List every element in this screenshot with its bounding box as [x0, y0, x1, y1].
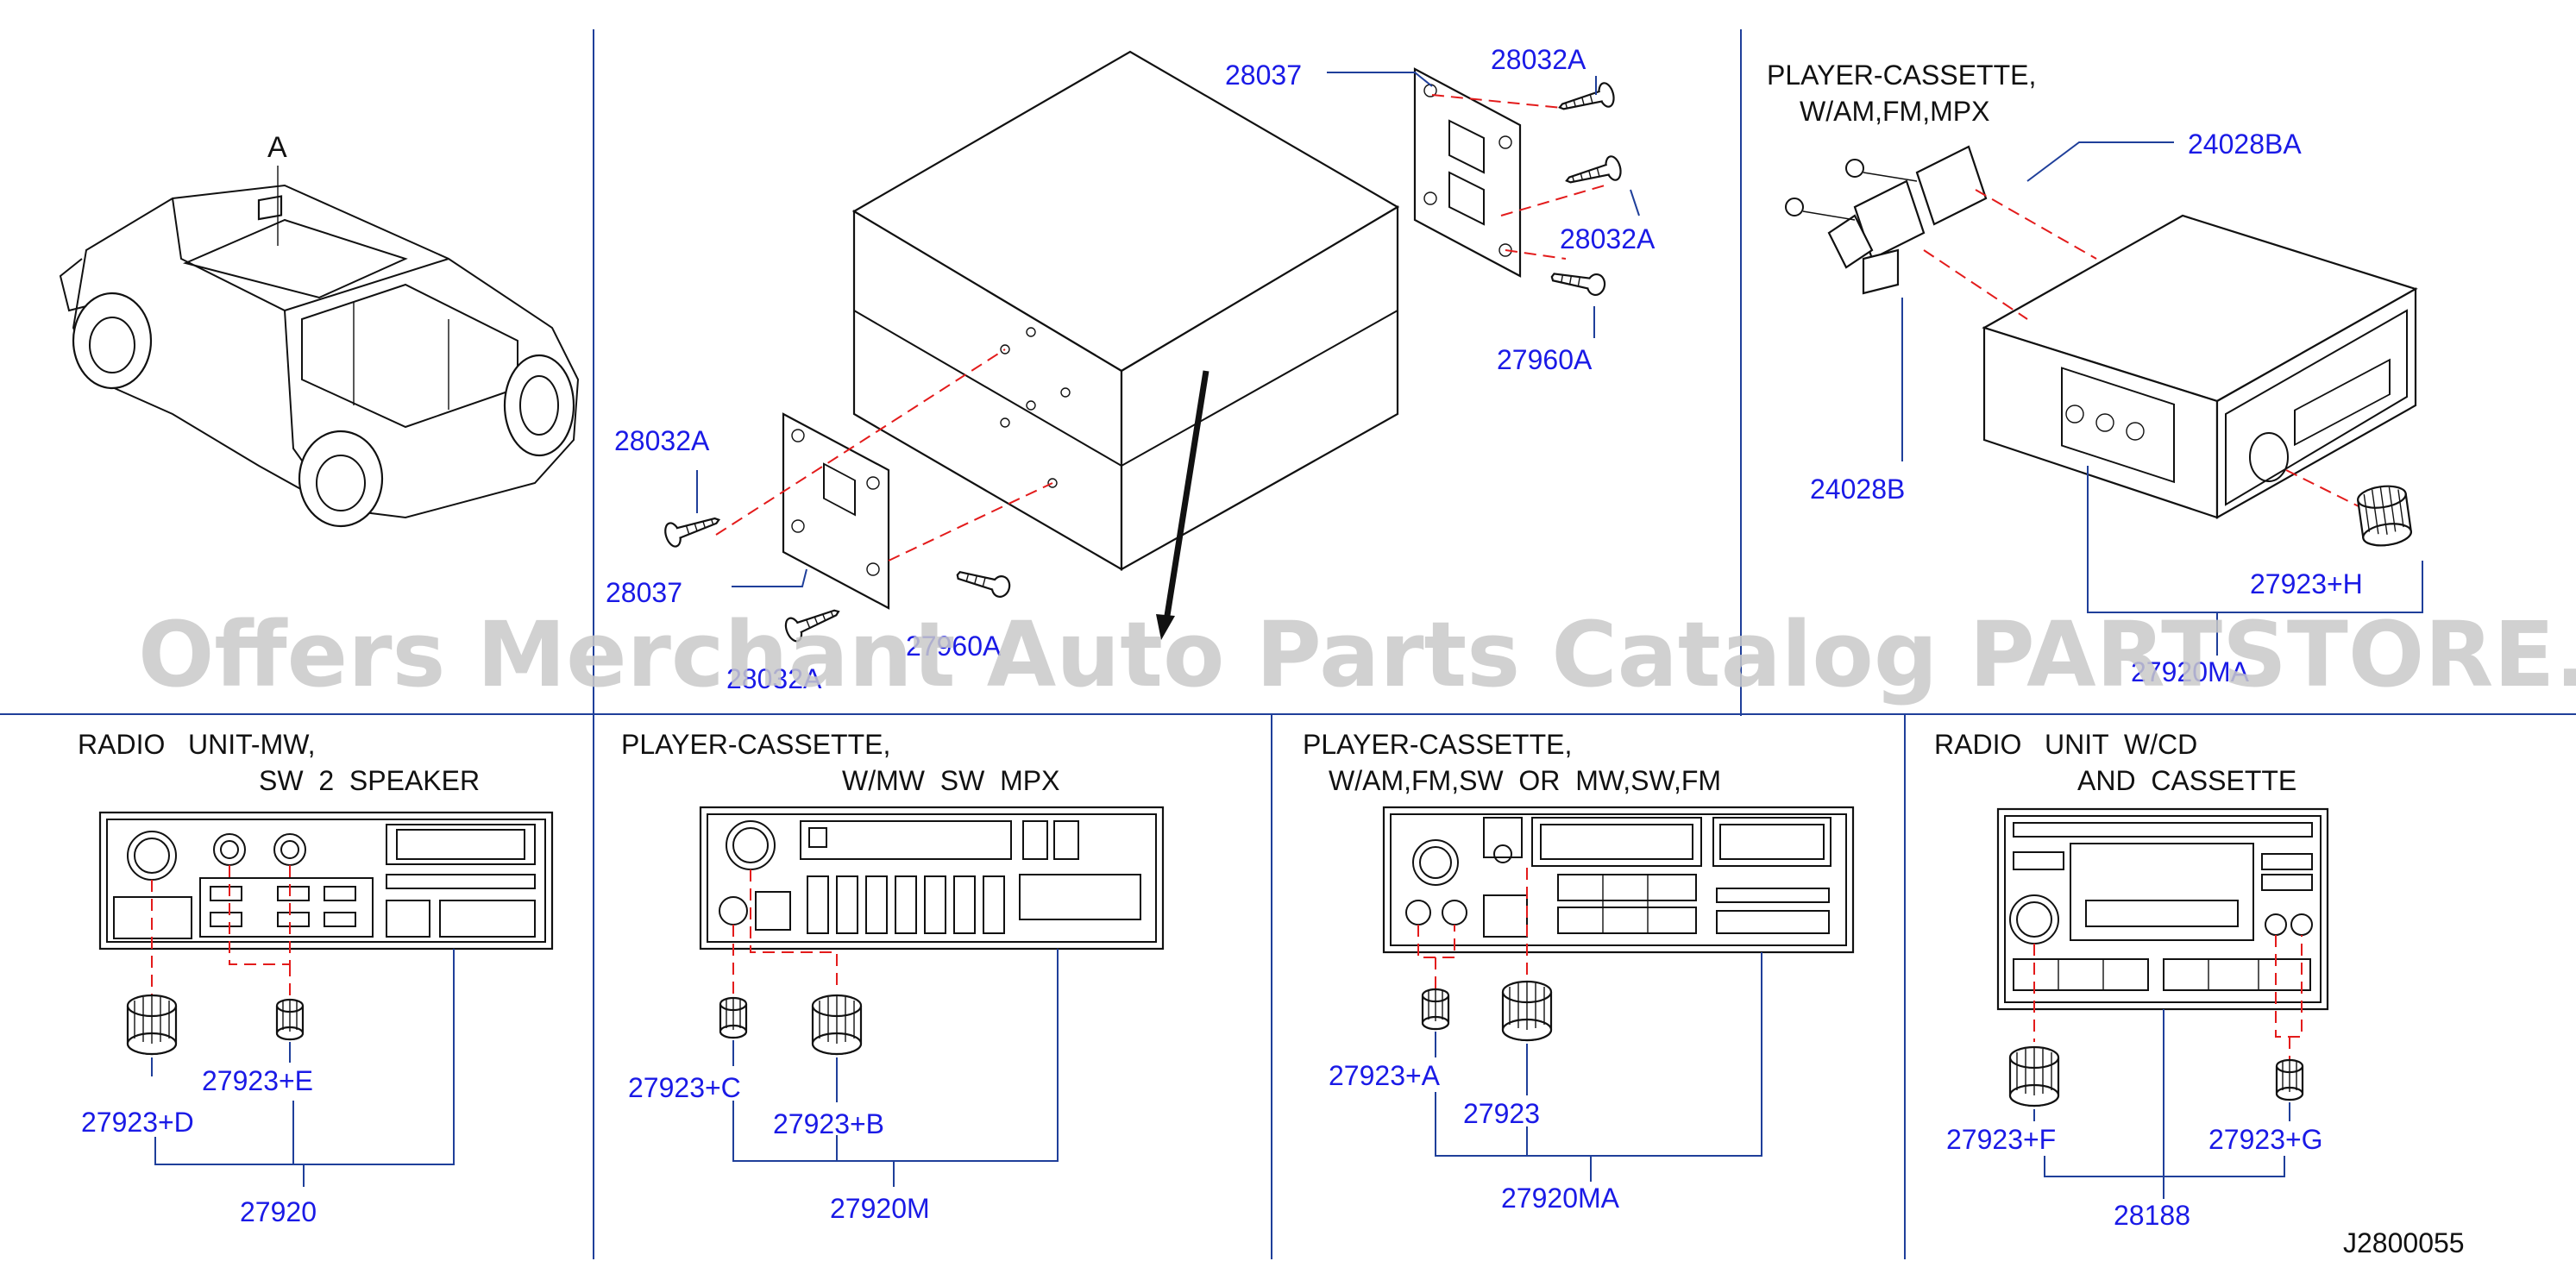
- heading-radio-mw-line1: RADIO UNIT-MW,: [78, 729, 316, 760]
- heading-radio-cd-line2: AND CASSETTE: [2077, 765, 2296, 796]
- part-label-screw-top-1: 28032A: [1491, 44, 1586, 75]
- part-label-knob-h: 27923+H: [2250, 568, 2363, 599]
- part-label-connector-top: 24028BA: [2188, 129, 2302, 160]
- part-label-screw-left: 28032A: [614, 425, 710, 456]
- part-label-unit-27920ma: 27920MA: [1501, 1183, 1620, 1214]
- part-label-bracket-left: 28037: [606, 577, 682, 608]
- cassette-mpx-panel: PLAYER-CASSETTE, W/AM,FM,MPX 24028BA 240…: [1767, 60, 2423, 687]
- heading-radio-cd-line1: RADIO UNIT W/CD: [1934, 729, 2197, 760]
- part-label-screw-bottom: 28032A: [726, 663, 822, 694]
- part-label-unit-27920m: 27920M: [830, 1193, 930, 1224]
- part-label-knob-b: 27923+B: [773, 1108, 884, 1139]
- part-label-bolt-top: 27960A: [1497, 344, 1593, 375]
- part-label-unit-28188: 28188: [2114, 1200, 2190, 1231]
- part-label-unit-mpx: 27920MA: [2131, 656, 2250, 687]
- heading-cassette-mpx-line2: W/AM,FM,MPX: [1800, 96, 1989, 127]
- radio-cd-panel: RADIO UNIT W/CD AND CASSETTE 27923+F 279…: [1934, 729, 2329, 1231]
- part-label-knob-27923: 27923: [1463, 1098, 1540, 1129]
- heading-radio-mw-line2: SW 2 SPEAKER: [259, 765, 480, 796]
- part-label-knob-c: 27923+C: [628, 1072, 741, 1103]
- part-label-knob-e: 27923+E: [202, 1065, 313, 1096]
- part-label-knob-f: 27923+F: [1946, 1124, 2056, 1155]
- part-label-knob-g: 27923+G: [2208, 1124, 2323, 1155]
- heading-cassette-mpx-line1: PLAYER-CASSETTE,: [1767, 60, 2036, 91]
- part-label-unit-27920: 27920: [240, 1196, 317, 1227]
- part-label-bracket-top: 28037: [1225, 60, 1302, 91]
- watermark-text: Offers Merchant Auto Parts Catalog PARTS…: [138, 602, 2576, 707]
- heading-cassette-sw-line1: PLAYER-CASSETTE,: [1303, 729, 1572, 760]
- part-label-knob-d: 27923+D: [81, 1107, 194, 1138]
- heading-cassette-mw-line2: W/MW SW MPX: [842, 765, 1059, 796]
- part-label-bolt-bottom: 27960A: [906, 631, 1002, 662]
- heading-cassette-sw-line2: W/AM,FM,SW OR MW,SW,FM: [1329, 765, 1721, 796]
- cassette-mw-panel: PLAYER-CASSETTE, W/MW SW MPX 27923+C 279…: [621, 729, 1165, 1224]
- cassette-sw-panel: PLAYER-CASSETTE, W/AM,FM,SW OR MW,SW,FM …: [1303, 729, 1855, 1214]
- part-label-screw-top-2: 28032A: [1560, 223, 1656, 254]
- drawing-code: J2800055: [2343, 1227, 2465, 1258]
- part-label-connector-bottom: 24028B: [1810, 474, 1905, 505]
- radio-mw-panel: RADIO UNIT-MW, SW 2 SPEAKER 27923+E 2792…: [78, 729, 554, 1227]
- heading-cassette-mw-line1: PLAYER-CASSETTE,: [621, 729, 890, 760]
- bracket-assembly: 28037 28032A 28032A 27960A 28032A 28037 …: [606, 44, 1656, 694]
- view-ref-label: A: [267, 131, 287, 164]
- part-label-knob-a: 27923+A: [1329, 1060, 1441, 1091]
- vehicle-illustration: A: [59, 131, 580, 528]
